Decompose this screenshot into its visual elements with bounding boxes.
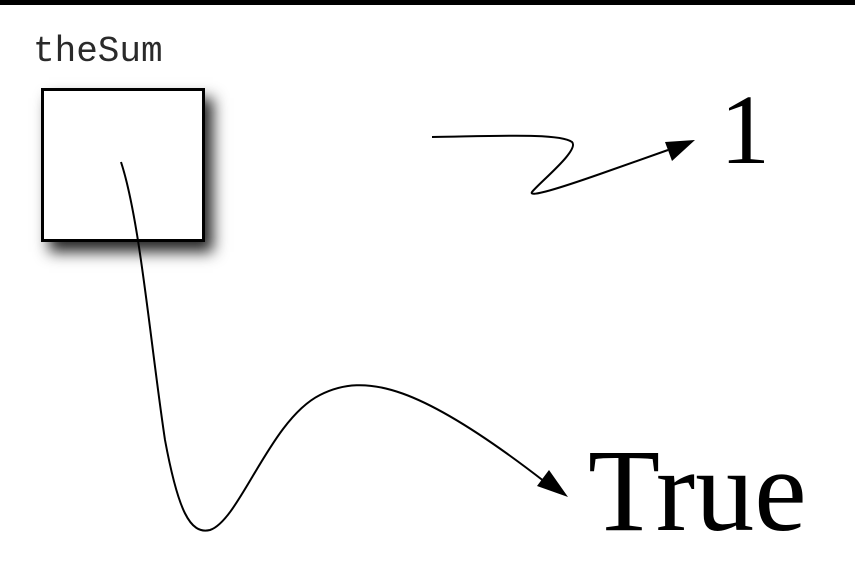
current-reference-arrowhead <box>537 470 568 497</box>
current-reference-arrow <box>120 161 546 532</box>
top-rule <box>0 0 855 5</box>
old-value-object: 1 <box>720 74 770 185</box>
old-reference-arrowhead <box>665 140 695 161</box>
variable-name-label: theSum <box>33 31 163 72</box>
new-value-object: True <box>588 425 807 556</box>
old-reference-arrow <box>431 134 669 195</box>
